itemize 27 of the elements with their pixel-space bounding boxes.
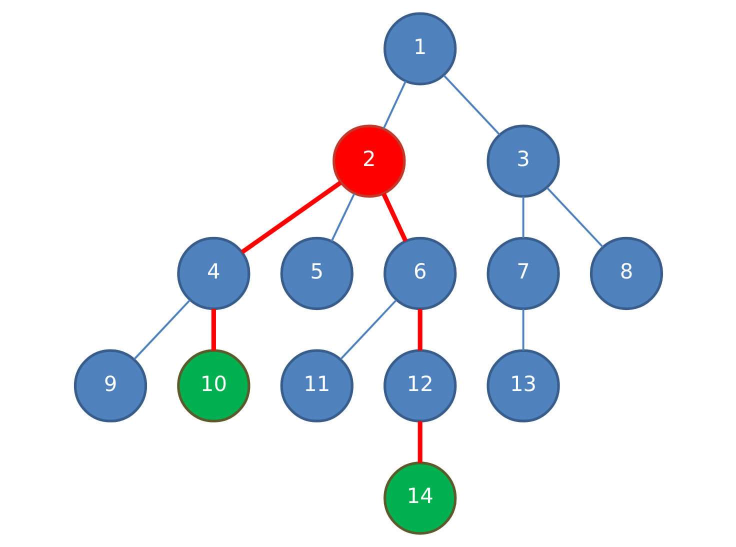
connector — [133, 300, 190, 360]
node-circle: 11 — [280, 349, 353, 422]
node-circle: 10 — [176, 349, 250, 422]
node-circle: 3 — [486, 124, 560, 198]
node-circle: 5 — [280, 236, 353, 310]
node-circle: 6 — [383, 236, 456, 310]
connector — [339, 300, 396, 360]
connector — [417, 308, 422, 350]
connector — [330, 193, 355, 242]
connector — [382, 80, 406, 130]
node-circle: 12 — [383, 349, 456, 422]
node-circle: 8 — [589, 236, 663, 310]
node-circle: 7 — [486, 236, 560, 310]
node-circle: 14 — [383, 462, 456, 535]
connector — [522, 196, 524, 238]
connector — [240, 180, 342, 254]
node-circle: 1 — [383, 12, 456, 86]
connector — [210, 308, 216, 350]
connector — [417, 421, 422, 463]
connector — [546, 187, 603, 248]
node-circle: 4 — [176, 236, 250, 310]
connector — [381, 192, 408, 242]
node-circle: 9 — [73, 349, 147, 422]
node-circle: 2 — [332, 124, 406, 198]
node-circle: 13 — [486, 349, 560, 422]
connector — [442, 74, 500, 136]
connector — [522, 308, 524, 350]
